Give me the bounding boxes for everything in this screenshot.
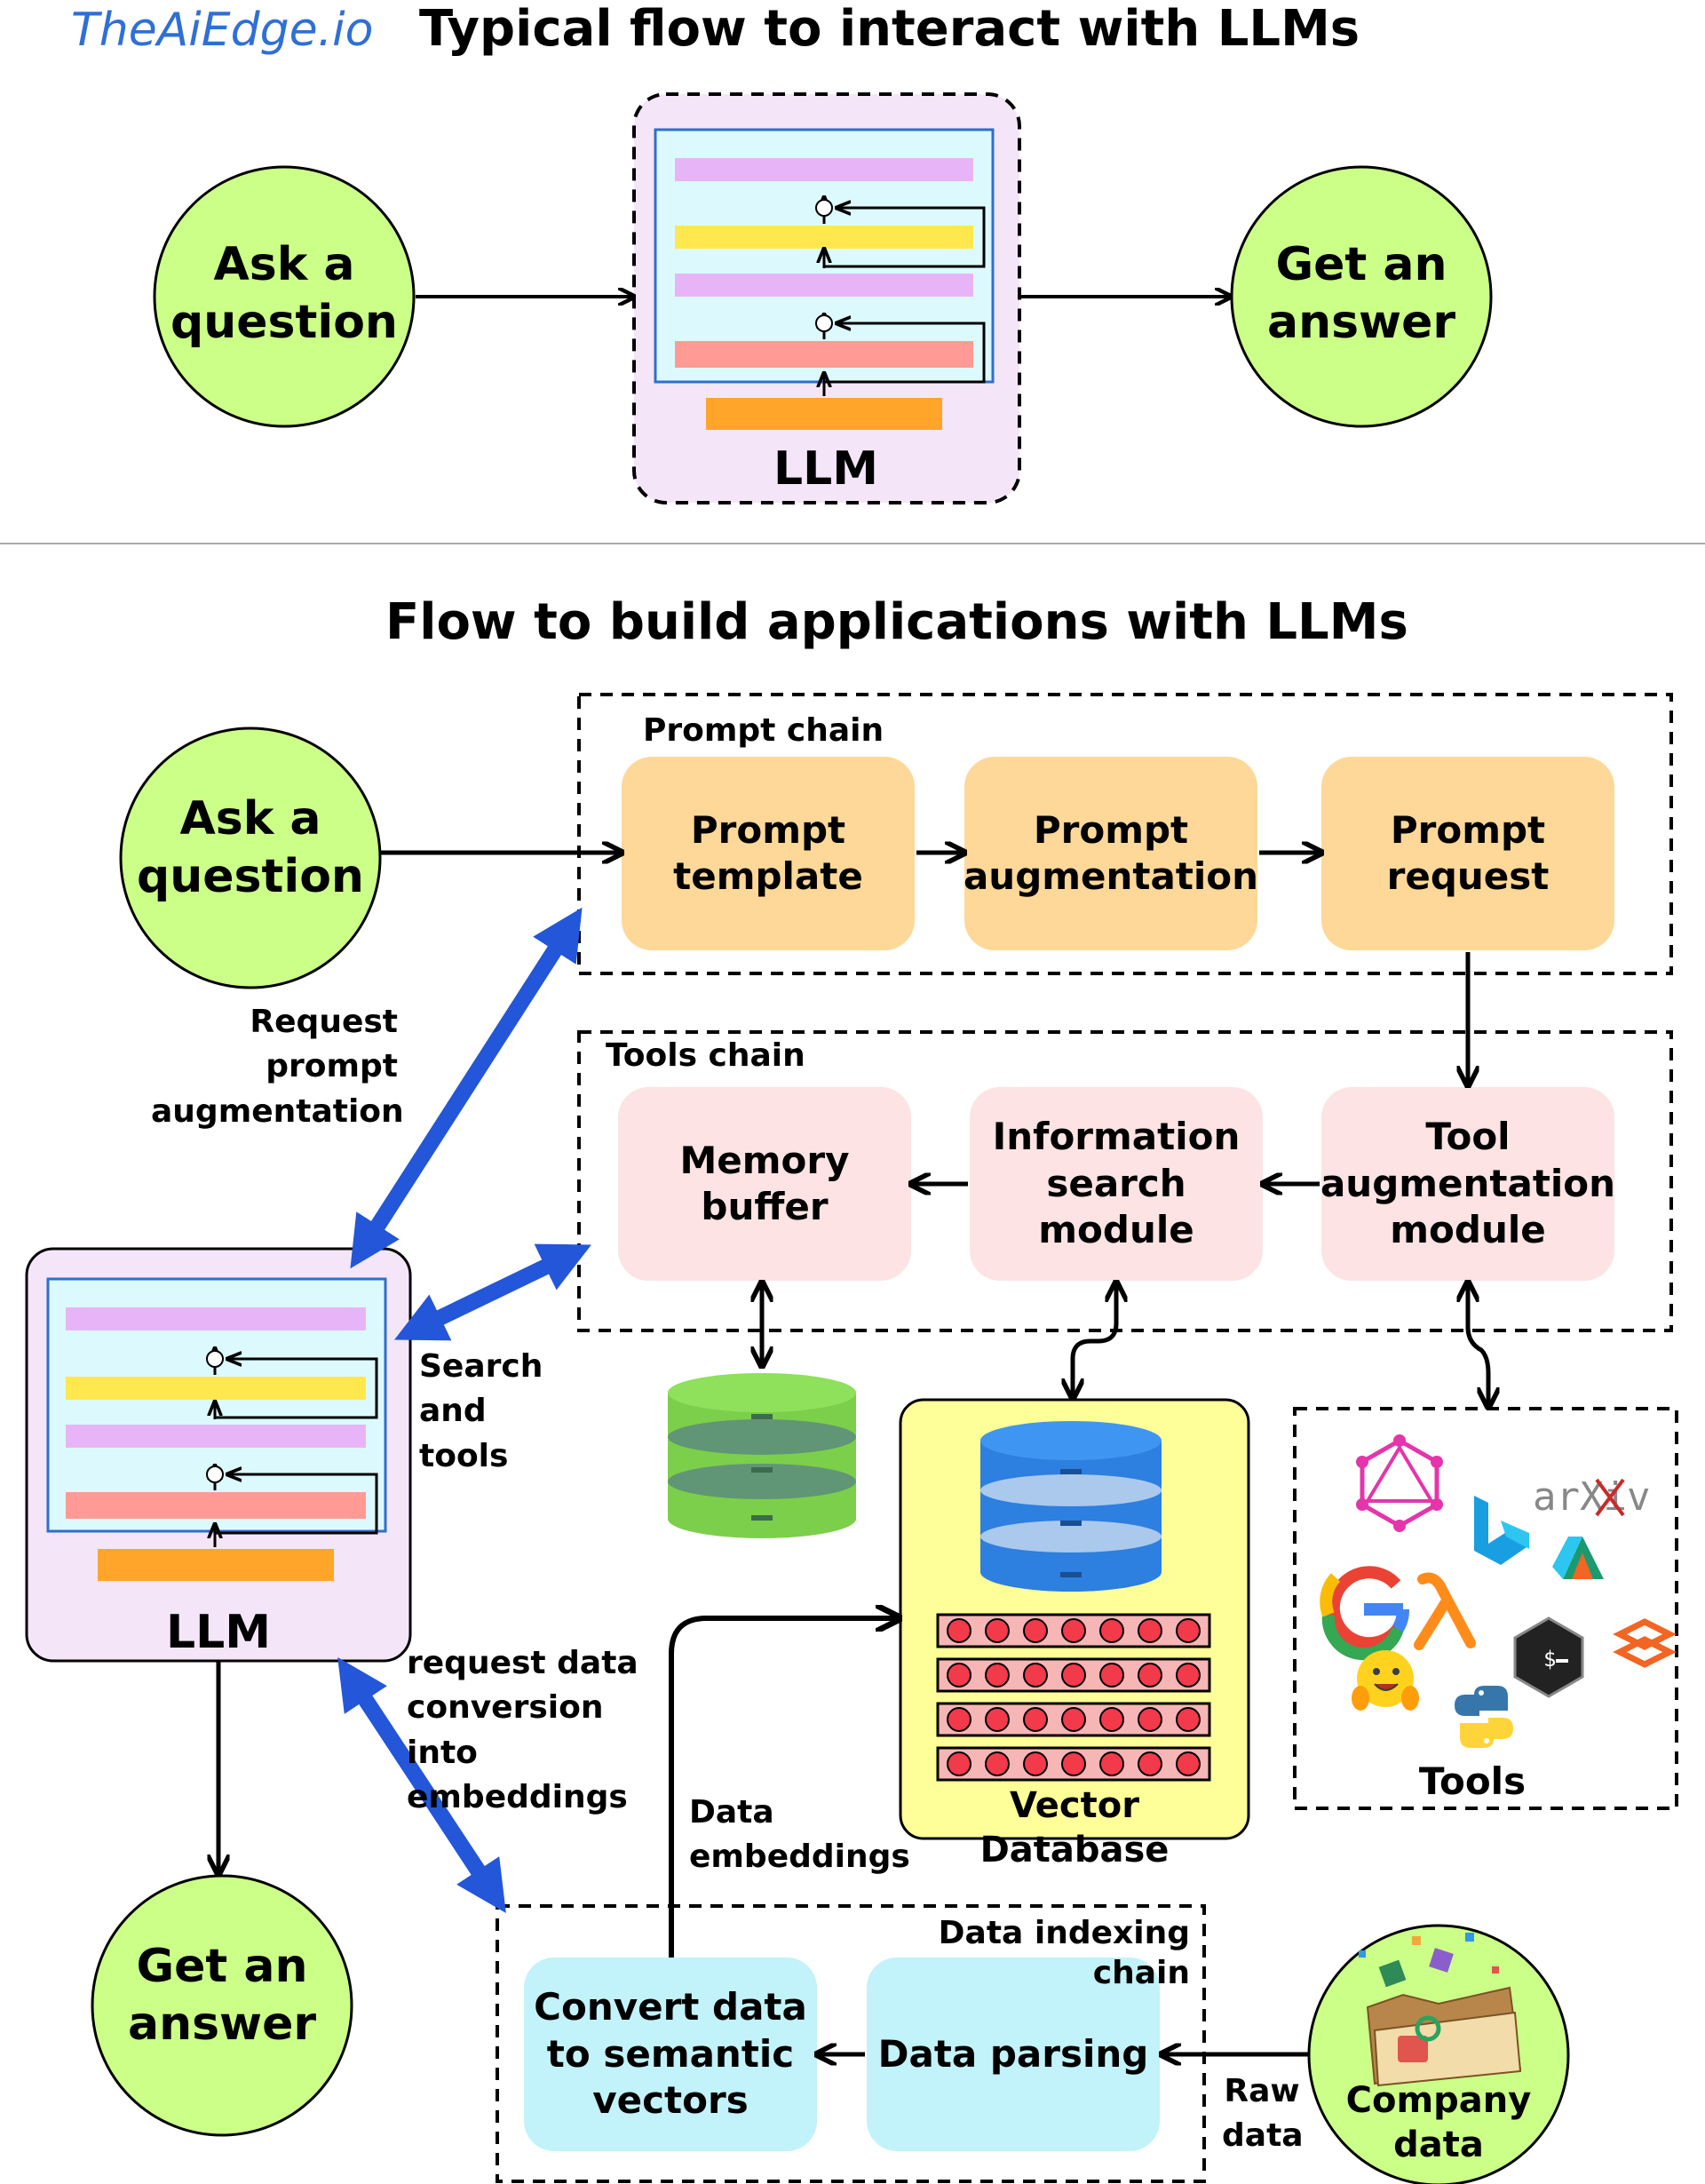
lambda-icon <box>1414 1572 1476 1650</box>
blue-arrow-embeddings <box>337 1656 506 1914</box>
embedding-value-dot <box>947 1707 971 1732</box>
prompt-request-box <box>1321 757 1614 950</box>
arrow-search-vector-db <box>1073 1284 1116 1396</box>
embedding-value-dot <box>947 1663 971 1688</box>
arxiv-icon: arXiv <box>1533 1474 1650 1520</box>
embedding-value-dot <box>1176 1618 1201 1643</box>
embedding-value-dot <box>1099 1618 1124 1643</box>
embedding-value-dot <box>1061 1751 1086 1776</box>
raw-data-note: Raw data <box>1222 2073 1304 2155</box>
embedding-value-dot <box>947 1751 971 1776</box>
blue-arrow-search-tools <box>394 1243 591 1341</box>
embedding-value-dot <box>1138 1751 1162 1776</box>
google-icon <box>1320 1566 1409 1661</box>
embedding-value-dot <box>1061 1618 1086 1643</box>
search-and-tools-note: Search and tools <box>419 1348 543 1474</box>
vector-database-label: Vector Database <box>979 1785 1170 1870</box>
embedding-value-dot <box>1099 1751 1124 1776</box>
arrow-tool-to-tools <box>1468 1284 1488 1405</box>
tools-container <box>1293 1407 1678 1810</box>
hugging-face-icon <box>1352 1650 1419 1711</box>
embedding-value-dot <box>1061 1707 1086 1732</box>
tools-chain-label: Tools chain <box>606 1037 805 1074</box>
prompt-augmentation-box <box>964 757 1257 950</box>
embedding-value-dot <box>1061 1663 1086 1688</box>
prompt-chain-container <box>577 693 1673 975</box>
request-prompt-augmentation-note: Request prompt augmentation <box>151 1004 404 1130</box>
top-title: Typical flow to interact with LLMs <box>419 0 1360 58</box>
python-icon <box>1455 1686 1513 1748</box>
ask-question-label: Ask a question <box>137 792 364 903</box>
bing-icon <box>1474 1496 1529 1565</box>
graphql-icon <box>1356 1434 1443 1532</box>
information-search-label: Information search module <box>992 1115 1241 1252</box>
tool-augmentation-box <box>1321 1087 1614 1281</box>
terminal-icon: $ <box>1513 1616 1584 1698</box>
data-parsing-box <box>867 1958 1160 2151</box>
stack-icon <box>1613 1618 1677 1668</box>
embedding-value-dot <box>985 1663 1010 1688</box>
embedding-value-dot <box>1023 1618 1048 1643</box>
embedding-value-dot <box>1138 1618 1162 1643</box>
memory-buffer-box <box>618 1087 911 1281</box>
top-ask-question-label: Ask a question <box>170 238 398 349</box>
prompt-template-label: Prompt template <box>673 807 863 899</box>
get-answer-label: Get an answer <box>127 1940 316 2051</box>
embedding-value-dot <box>1138 1663 1162 1688</box>
embedding-value-dot <box>985 1618 1010 1643</box>
embedding-value-dot <box>1023 1663 1048 1688</box>
top-ask-question-circle <box>153 165 416 428</box>
llm-box <box>25 1247 412 1663</box>
svg-text:arXiv: arXiv <box>1533 1474 1650 1520</box>
prompt-request-label: Prompt request <box>1386 807 1550 899</box>
wolfram-alpha-icon <box>1552 1537 1604 1579</box>
embedding-value-dot <box>1099 1663 1124 1688</box>
embedding-value-dot <box>1176 1707 1201 1732</box>
vector-database-icon <box>980 1421 1162 1592</box>
embedding-vectors <box>936 1613 1211 1782</box>
embedding-value-dot <box>1176 1751 1201 1776</box>
ask-question-circle <box>119 727 382 989</box>
embedding-value-dot <box>1099 1707 1124 1732</box>
embedding-value-dot <box>947 1618 971 1643</box>
embedding-value-dot <box>1138 1707 1162 1732</box>
memory-buffer-label: Memory buffer <box>679 1138 850 1229</box>
convert-data-label: Convert data to semantic vectors <box>534 1985 807 2123</box>
data-indexing-chain-container <box>496 1904 1206 2183</box>
tool-augmentation-label: Tool augmentation module <box>1320 1115 1616 1252</box>
top-llm-box <box>632 92 1021 504</box>
data-embeddings-note: Data embeddings <box>689 1794 910 1876</box>
llm-label: LLM <box>165 1606 271 1659</box>
prompt-augmentation-label: Prompt augmentation <box>963 807 1259 899</box>
embedding-value-dot <box>985 1707 1010 1732</box>
memory-database-icon <box>668 1373 856 1538</box>
embedding-value-dot <box>985 1751 1010 1776</box>
bottom-title: Flow to build applications with LLMs <box>385 593 1408 651</box>
company-data-label: Company data <box>1345 2080 1532 2165</box>
arrow-convert-to-vector-db <box>669 1618 897 1958</box>
top-llm-label: LLM <box>773 442 878 496</box>
blue-arrow-prompt-augmentation <box>350 907 583 1269</box>
embedding-value-dot <box>1023 1751 1048 1776</box>
convert-data-box <box>524 1958 817 2151</box>
information-search-box <box>970 1087 1263 1281</box>
embedding-value-dot <box>1176 1663 1201 1688</box>
data-indexing-chain-label: Data indexing chain <box>938 1915 1190 1991</box>
top-get-answer-label: Get an answer <box>1266 238 1455 349</box>
brand-logo-text: TheAiEdge.io <box>71 4 374 57</box>
data-parsing-label: Data parsing <box>877 2031 1149 2076</box>
request-embeddings-note: request data conversion into embeddings <box>407 1645 638 1816</box>
company-data-folder-icon <box>1359 1933 1522 2087</box>
embedding-value-dot <box>1023 1707 1048 1732</box>
prompt-chain-label: Prompt chain <box>643 712 884 749</box>
svg-text:$: $ <box>1543 1647 1556 1672</box>
tools-label: Tools <box>1418 1759 1527 1803</box>
prompt-template-box <box>622 757 915 950</box>
